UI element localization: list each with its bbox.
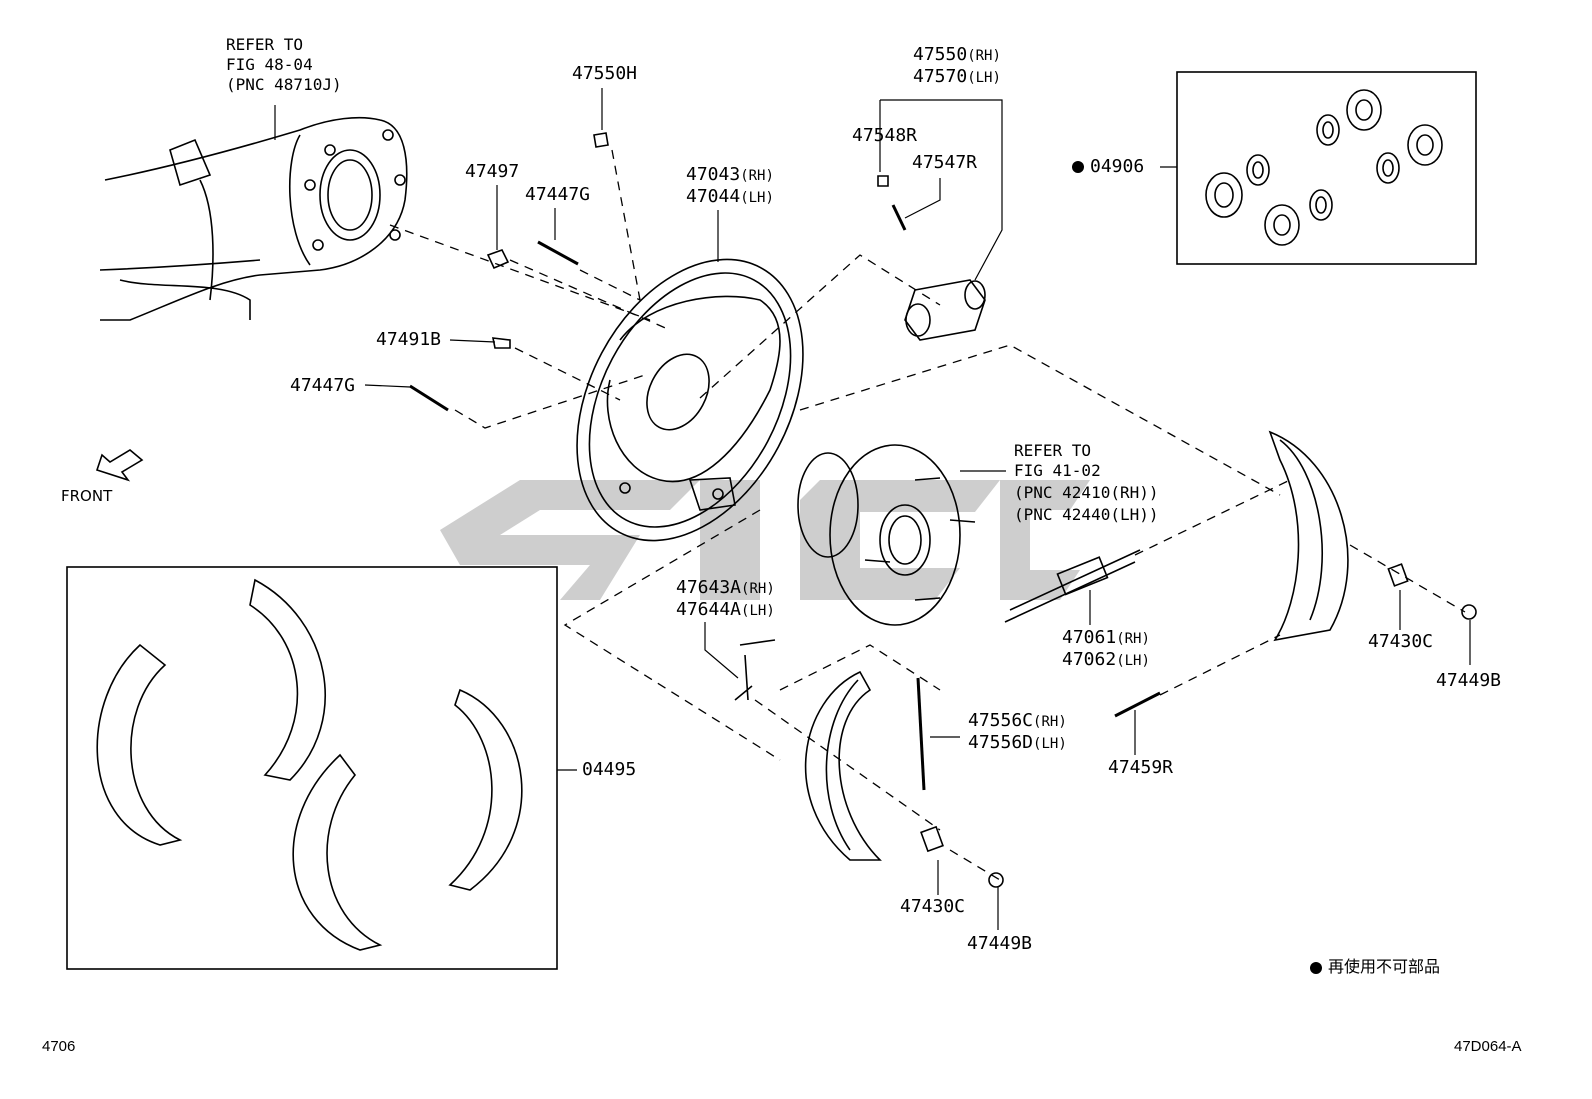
part-47550H[interactable]: 47550H [572, 63, 638, 84]
legend-bullet-icon [1310, 961, 1322, 974]
part-47550-number: 47550 [913, 44, 968, 65]
part-47644A[interactable]: 47644A(LH) [676, 600, 775, 621]
part-47044[interactable]: 47044(LH) [686, 187, 774, 208]
part-47449B-right[interactable]: 47449B [1436, 670, 1502, 691]
axle-ref-line-3: (PNC 48710J) [226, 75, 342, 94]
brake-shoe-right-drawing [1268, 430, 1349, 642]
axle-beam-drawing [99, 116, 408, 321]
leader-lines [274, 88, 1471, 930]
part-47062[interactable]: 47062(LH) [1062, 650, 1150, 671]
illustration-code: 47D064-A [1454, 1038, 1522, 1055]
not-reusable-bullet-icon [1072, 161, 1084, 173]
front-label: FRONT [61, 487, 113, 505]
suffix-lh: (LH) [740, 190, 774, 206]
part-47547R[interactable]: 47547R [912, 152, 978, 173]
part-47043[interactable]: 47043(RH) [686, 165, 774, 186]
part-47644A-number: 47644A [676, 599, 742, 620]
axle-hub-drawing [797, 444, 976, 626]
front-arrow-icon [95, 449, 144, 482]
legend-not-reusable: 再使用不可部品 [1310, 953, 1440, 977]
backing-plate-drawing [576, 258, 804, 542]
hub-ref-line-1: REFER TO [1014, 441, 1092, 460]
part-47061[interactable]: 47061(RH) [1062, 628, 1150, 649]
part-47497[interactable]: 47497 [465, 161, 520, 182]
part-47043-number: 47043 [686, 164, 741, 185]
suffix-rh: (RH) [741, 581, 775, 597]
wheel-cylinder-drawing [904, 279, 986, 341]
part-47556C[interactable]: 47556C(RH) [968, 711, 1067, 732]
adjuster-drawing [1004, 549, 1141, 623]
part-47062-number: 47062 [1062, 649, 1117, 670]
axle-ref-line-1: REFER TO [226, 35, 304, 54]
suffix-lh: (LH) [1116, 653, 1150, 669]
part-47570-number: 47570 [913, 66, 968, 87]
part-47430C-right[interactable]: 47430C [1368, 631, 1434, 652]
hub-ref-line-2: FIG 41-02 [1014, 461, 1101, 480]
part-47570[interactable]: 47570(LH) [913, 67, 1001, 88]
part-47447G-top[interactable]: 47447G [525, 184, 591, 205]
hub-ref-line-4: (PNC 42440(LH)) [1014, 505, 1159, 524]
part-47556D[interactable]: 47556D(LH) [968, 733, 1067, 754]
part-47491B[interactable]: 47491B [376, 329, 442, 350]
part-47643A-number: 47643A [676, 577, 742, 598]
axle-ref-line-2: FIG 48-04 [226, 55, 313, 74]
suffix-rh: (RH) [1116, 631, 1150, 647]
part-47556C-number: 47556C [968, 710, 1034, 731]
shoe-kit-box [66, 566, 558, 970]
part-47044-number: 47044 [686, 186, 741, 207]
dashed-alignment-lines [389, 149, 1466, 881]
suffix-rh: (RH) [1033, 714, 1067, 730]
suffix-rh: (RH) [967, 48, 1001, 64]
suffix-rh: (RH) [740, 168, 774, 184]
part-47556D-number: 47556D [968, 732, 1034, 753]
figure-number: 4706 [42, 1038, 76, 1055]
part-47550[interactable]: 47550(RH) [913, 45, 1001, 66]
part-47449B-bottom[interactable]: 47449B [967, 933, 1033, 954]
part-47061-number: 47061 [1062, 627, 1117, 648]
suffix-lh: (LH) [967, 70, 1001, 86]
part-47430C-bottom[interactable]: 47430C [900, 896, 966, 917]
part-47548R[interactable]: 47548R [852, 125, 918, 146]
part-04495[interactable]: 04495 [582, 759, 637, 780]
suffix-lh: (LH) [1033, 736, 1067, 752]
suffix-lh: (LH) [741, 603, 775, 619]
part-47643A[interactable]: 47643A(RH) [676, 578, 775, 599]
legend-text: 再使用不可部品 [1328, 957, 1441, 976]
part-47459R[interactable]: 47459R [1108, 757, 1174, 778]
part-04906[interactable]: 04906 [1072, 157, 1144, 177]
small-parts-drawing [409, 132, 1477, 888]
part-47447G-left[interactable]: 47447G [290, 375, 356, 396]
brake-shoe-bottom-drawing [804, 670, 882, 861]
part-04906-number: 04906 [1090, 156, 1145, 177]
seal-kit-box [1176, 71, 1477, 265]
hub-ref-line-3: (PNC 42410(RH)) [1014, 483, 1159, 502]
